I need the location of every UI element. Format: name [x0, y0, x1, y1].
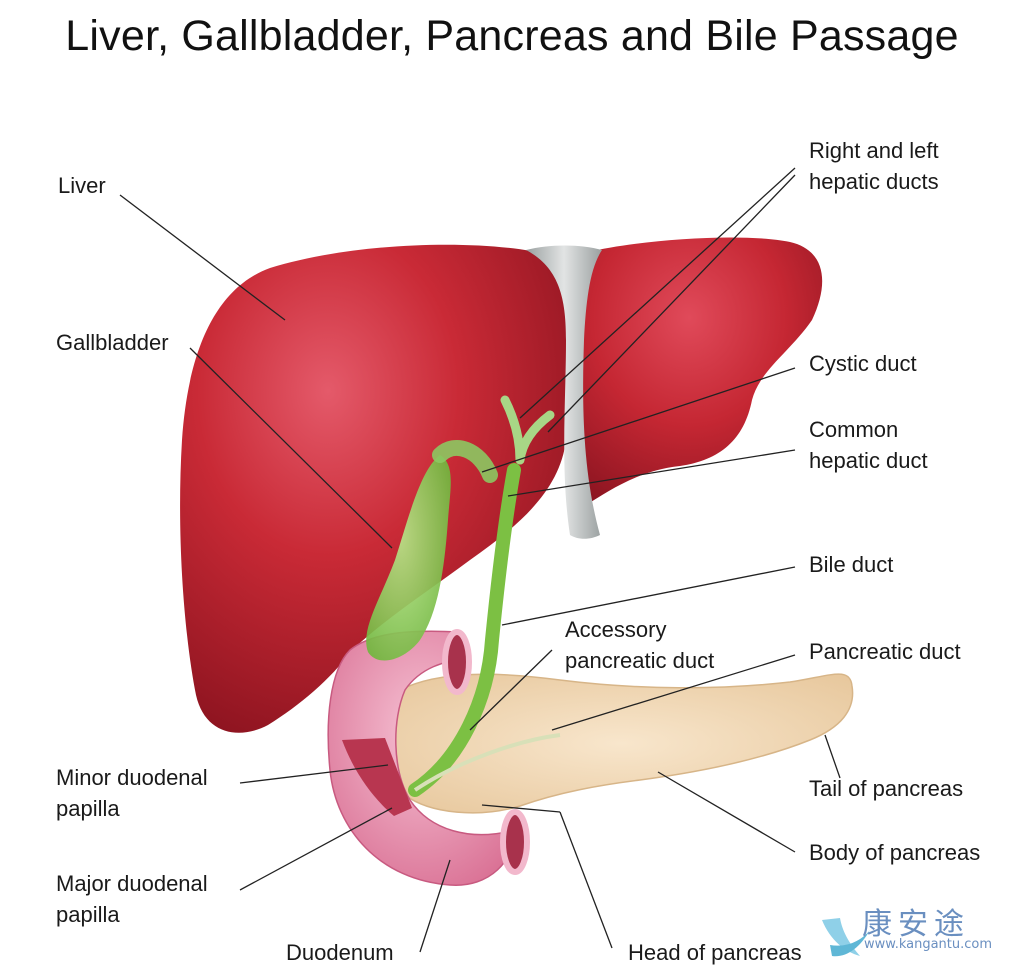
leader-lines — [119, 167, 841, 953]
diagram-title: Liver, Gallbladder, Pancreas and Bile Pa… — [65, 12, 959, 60]
liver-right-lobe — [180, 244, 570, 733]
papilla-cutaway — [342, 738, 412, 816]
label-minor-line1: Minor duodenal — [56, 765, 208, 790]
pancreas — [388, 673, 854, 814]
label-hepatic-ducts: Right and left hepatic ducts — [809, 135, 939, 197]
bile-duct-shape — [408, 463, 521, 797]
label-common-line2: hepatic duct — [809, 448, 928, 473]
label-hepatic-line1: Right and left — [809, 138, 939, 163]
label-major-duodenal-papilla: Major duodenal papilla — [56, 868, 208, 930]
watermark-logo-icon — [822, 918, 870, 957]
hepatic-ducts-shape — [500, 395, 555, 465]
label-minor-line2: papilla — [56, 796, 120, 821]
liver-left-lobe — [580, 237, 823, 505]
label-cystic-duct: Cystic duct — [809, 351, 917, 376]
label-tail-of-pancreas: Tail of pancreas — [809, 776, 964, 801]
label-duodenum: Duodenum — [286, 940, 394, 965]
label-common-line1: Common — [809, 417, 899, 442]
pancreatic-duct-shape — [413, 733, 561, 792]
falciform-ligament — [526, 245, 602, 539]
label-major-line2: papilla — [56, 902, 120, 927]
label-pancreatic-duct: Pancreatic duct — [809, 639, 961, 664]
gallbladder-shape — [366, 455, 451, 661]
watermark-url: www.kangantu.com — [864, 937, 993, 952]
cystic-duct-shape — [432, 440, 498, 483]
label-head-of-pancreas: Head of pancreas — [628, 940, 802, 965]
label-accessory-line1: Accessory — [565, 617, 667, 642]
label-hepatic-line2: hepatic ducts — [809, 169, 939, 194]
label-gallbladder: Gallbladder — [56, 330, 169, 355]
label-accessory-line2: pancreatic duct — [565, 648, 715, 673]
label-major-line1: Major duodenal — [56, 871, 208, 896]
label-bile-duct: Bile duct — [809, 552, 894, 577]
duodenum-upper-opening — [442, 629, 472, 695]
watermark: 康安途 www.kangantu.com — [800, 899, 1010, 959]
duodenum-lower-opening — [500, 809, 530, 875]
label-accessory-pancreatic-duct: Accessory pancreatic duct — [565, 614, 714, 676]
label-common-hepatic-duct: Common hepatic duct — [809, 414, 928, 476]
label-liver: Liver — [58, 173, 106, 198]
label-minor-duodenal-papilla: Minor duodenal papilla — [56, 762, 208, 824]
label-body-of-pancreas: Body of pancreas — [809, 840, 981, 865]
watermark-brand: 康安途 — [862, 907, 970, 942]
